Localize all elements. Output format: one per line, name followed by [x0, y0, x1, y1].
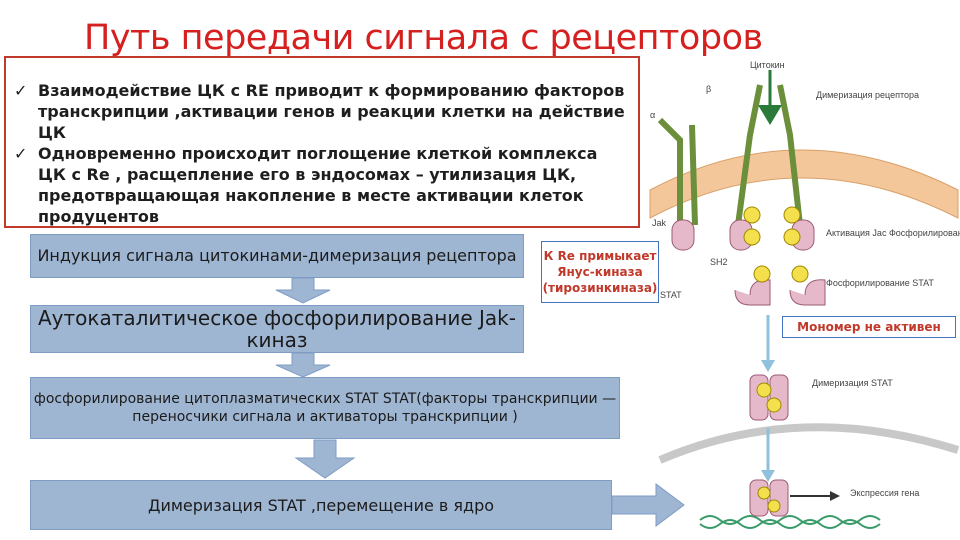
gene-arrowhead: [830, 491, 840, 501]
dna-strand-1: [699, 515, 881, 525]
label-activation-jac: Активация Jac Фосфорилирование рецептора: [826, 228, 960, 238]
receptor-right-chain: [777, 84, 803, 226]
label-stat: STAT: [660, 290, 682, 300]
step-2-box: Аутокаталитическое фосфорилирование Jak-…: [30, 305, 524, 353]
label-jak: Jak: [652, 218, 667, 228]
step-1-box: Индукция сигнала цитокинами-димеризация …: [30, 234, 524, 278]
receptor-beta-left: [689, 124, 698, 226]
cell-membrane: [649, 149, 959, 219]
stat-monomer-right: [789, 279, 826, 306]
page-title: Путь передачи сигнала с рецепторов: [84, 18, 763, 58]
monomer-callout: Мономер не активен: [782, 316, 956, 338]
step-3-box: фосфорилирование цитоплазматических STAT…: [30, 377, 620, 439]
arrowhead-2: [761, 470, 775, 482]
label-gene-expression: Экспрессия гена: [850, 488, 919, 498]
label-sh2: SH2: [710, 257, 728, 267]
arrow-to-nucleus: [611, 483, 685, 527]
stat-monomer-left: [734, 279, 771, 306]
note-item: ✓ Взаимодействие ЦК с RE приводит к форм…: [14, 81, 625, 142]
phosphate-1: [743, 206, 761, 224]
checkmark-icon: ✓: [14, 144, 28, 163]
receptor-left-chain: [735, 84, 763, 226]
arrow-step-2-3: [275, 352, 331, 378]
phosphate-3: [743, 228, 761, 246]
jak-blob-left: [671, 219, 695, 251]
label-receptor-phosphorylation: Фосфорилирование STAT: [826, 278, 934, 288]
jak-callout: К Re примыкает Янус-киназа (тирозинкиназ…: [541, 241, 659, 303]
arrow-step-3-4: [294, 439, 356, 479]
label-alpha: α: [650, 110, 655, 120]
label-dimerization-receptor: Димеризация рецептора: [816, 90, 919, 100]
phosphate-2: [783, 206, 801, 224]
cytokine-ligand: [758, 105, 782, 125]
notes-box: ✓ Взаимодействие ЦК с RE приводит к форм…: [4, 56, 640, 228]
phosphate-7: [756, 382, 772, 398]
phosphate-10: [767, 499, 781, 513]
dna-strand-2: [699, 519, 881, 529]
phosphate-5: [753, 265, 771, 283]
jak-stat-figure: Цитокин Димеризация рецептора α β Jak Ак…: [649, 60, 960, 529]
label-cytokine: Цитокин: [750, 60, 785, 70]
label-beta: β: [706, 84, 711, 94]
phosphate-9: [757, 486, 771, 500]
arrowhead-1: [761, 360, 775, 372]
label-stat-dimerization: Димеризация STAT: [812, 378, 893, 388]
note-item: ✓ Одновременно происходит поглощение кле…: [14, 144, 598, 226]
arrow-step-1-2: [275, 277, 331, 304]
phosphate-8: [766, 397, 782, 413]
nuclear-membrane: [658, 423, 960, 464]
receptor-alpha-left: [657, 117, 683, 225]
phosphate-4: [783, 228, 801, 246]
phosphate-6: [791, 265, 809, 283]
checkmark-icon: ✓: [14, 81, 28, 100]
